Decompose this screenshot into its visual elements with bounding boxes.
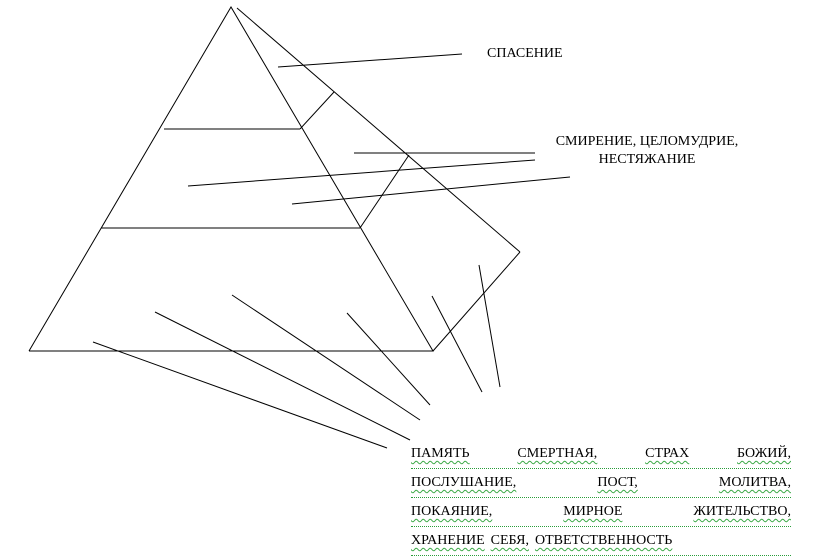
- foundations-word: ХРАНЕНИЕ: [411, 533, 485, 548]
- label-virtues: СМИРЕНИЕ, ЦЕЛОМУДРИЕ, НЕСТЯЖАНИЕ: [532, 133, 762, 169]
- foundations-word: БОЖИЙ,: [737, 446, 791, 461]
- foundations-word: ПОСЛУШАНИЕ,: [411, 475, 517, 490]
- level-divider-top-side: [299, 91, 335, 130]
- foundations-word: МИРНОЕ: [563, 504, 623, 519]
- pyramid-front-face: [28, 6, 434, 352]
- foundations-row-2: ПОСЛУШАНИЕ, ПОСТ, МОЛИТВА,: [411, 469, 791, 498]
- pointer-line-bottom-3: [231, 294, 421, 421]
- foundations-word: СТРАХ: [645, 446, 690, 461]
- foundations-word: МОЛИТВА,: [718, 475, 791, 490]
- pointer-line-bottom-4: [346, 312, 431, 406]
- foundations-row-4: ХРАНЕНИЕ СЕБЯ, ОТВЕТСТВЕННОСТЬ: [411, 527, 791, 556]
- pyramid-base-back-edge: [432, 251, 521, 352]
- pointer-line-bottom-5: [431, 295, 483, 393]
- foundations-row-1: ПАМЯТЬ СМЕРТНАЯ, СТРАХ БОЖИЙ,: [411, 440, 791, 469]
- label-salvation: СПАСЕНИЕ: [487, 46, 563, 61]
- foundations-word: ПАМЯТЬ: [411, 446, 470, 461]
- pointer-line-top: [277, 53, 463, 68]
- pyramid-apex-back-edge: [236, 7, 521, 253]
- pointer-line-bottom-6: [478, 264, 501, 388]
- pointer-line-bottom-1: [92, 341, 388, 449]
- label-foundations: ПАМЯТЬ СМЕРТНАЯ, СТРАХ БОЖИЙ, ПОСЛУШАНИЕ…: [411, 440, 791, 556]
- foundations-word: ЖИТЕЛЬСТВО,: [693, 504, 791, 519]
- foundations-word: ПОКАЯНИЕ,: [411, 504, 493, 519]
- foundations-word: ОТВЕТСТВЕННОСТЬ: [534, 533, 673, 548]
- pointer-line-middle-3: [291, 176, 571, 205]
- foundations-word: СЕБЯ,: [490, 533, 529, 548]
- label-virtues-line-2: НЕСТЯЖАНИЕ: [598, 152, 696, 167]
- pointer-line-middle-2: [187, 159, 536, 187]
- label-virtues-line-1: СМИРЕНИЕ, ЦЕЛОМУДРИЕ,: [555, 134, 739, 149]
- level-divider-bottom-side: [359, 154, 410, 229]
- pointer-line-bottom-2: [154, 311, 411, 441]
- foundations-word: ПОСТ,: [597, 475, 638, 490]
- foundations-row-3: ПОКАЯНИЕ, МИРНОЕ ЖИТЕЛЬСТВО,: [411, 498, 791, 527]
- foundations-word: СМЕРТНАЯ,: [517, 446, 598, 461]
